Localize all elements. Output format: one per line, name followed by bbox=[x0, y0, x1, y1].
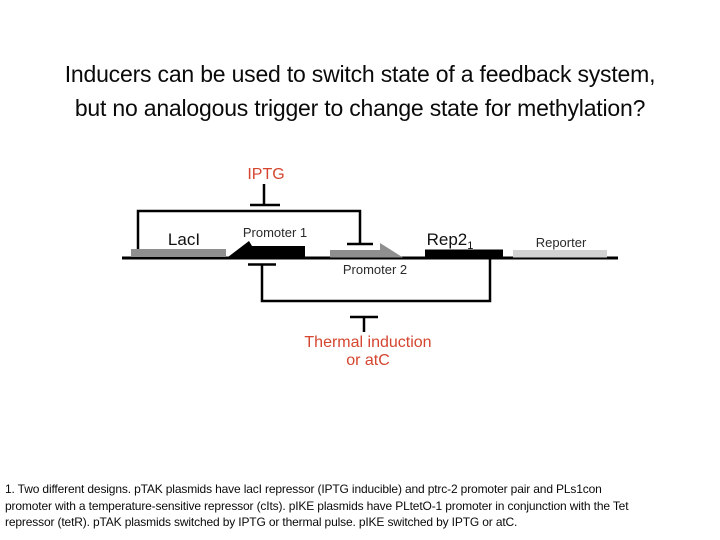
rep2-label: Rep21 bbox=[427, 230, 474, 252]
rep2-label-subscript: 1 bbox=[467, 240, 473, 252]
lacI-label: LacI bbox=[168, 230, 200, 249]
footnote-line2: promoter with a temperature-sensitive re… bbox=[5, 498, 629, 513]
promoter1-symbol bbox=[228, 241, 305, 257]
footnote-line1: 1. Two different designs. pTAK plasmids … bbox=[5, 482, 602, 496]
reporter-box bbox=[513, 250, 607, 258]
reporter-label: Reporter bbox=[536, 235, 587, 250]
bottom-repression-line bbox=[260, 259, 492, 303]
slide-title-line2: but no analogous trigger to change state… bbox=[74, 95, 646, 121]
slide-footnote: 1. Two different designs. pTAK plasmids … bbox=[5, 481, 719, 531]
promoter2-label: Promoter 2 bbox=[343, 262, 407, 277]
promoter1-label: Promoter 1 bbox=[243, 225, 307, 240]
thermal-inhibition-symbol bbox=[350, 315, 378, 332]
thermal-induction-label-line2: or atC bbox=[346, 352, 390, 369]
top-repression-line bbox=[136, 209, 362, 249]
slide-title-line1: Inducers can be used to switch state of … bbox=[64, 61, 656, 87]
footnote-line3: repressor (tetR). pTAK plasmids switched… bbox=[5, 515, 518, 529]
iptg-inhibition-symbol bbox=[250, 184, 280, 207]
slide-title: Inducers can be used to switch state of … bbox=[0, 57, 720, 125]
rep2-gene-box bbox=[425, 249, 503, 258]
thermal-induction-label-line1: Thermal induction bbox=[304, 334, 431, 351]
promoter2-arrow bbox=[330, 243, 403, 258]
rep2-label-base: Rep2 bbox=[427, 230, 468, 249]
lacI-gene-box bbox=[131, 249, 226, 257]
iptg-label: IPTG bbox=[247, 166, 284, 183]
